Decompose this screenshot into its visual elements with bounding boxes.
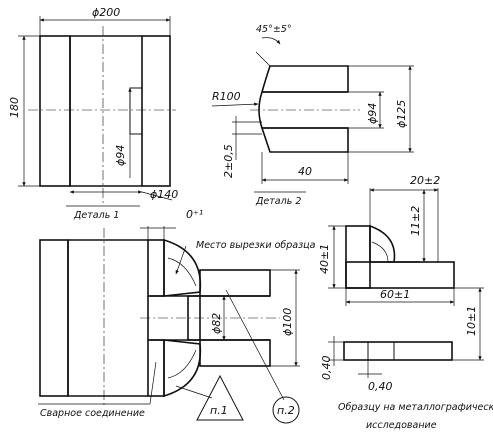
- specimen-dim-width: 60±1: [380, 288, 410, 301]
- part1-dim-height: 180: [8, 97, 21, 118]
- specimen-dim-slab-thickness-left: 0,40: [320, 356, 333, 381]
- callout-p1: п.1: [210, 404, 228, 417]
- assembly-left-wall: [39, 239, 69, 397]
- part2-dim-chamfer: 45°±5°: [256, 24, 292, 35]
- weld-bead-bottom: [163, 339, 202, 398]
- specimen-view: 20±2 11±2 40±1 60±1 10±1 0,40 0,40 Обра: [318, 174, 493, 431]
- part1-left-wall: [39, 35, 71, 187]
- assembly-view: 0⁺¹ Место вырезки образца ϕ82 ϕ100 Сварн…: [38, 208, 316, 424]
- part1-view: ϕ200 180 ϕ94 ϕ140 Деталь 1: [8, 6, 178, 221]
- part1-dim-inner-diameter: ϕ94: [114, 145, 127, 166]
- callout-p2: п.2: [277, 404, 295, 417]
- part2-bottom-wall: [260, 127, 349, 153]
- specimen-slab: [343, 341, 453, 361]
- assembly-tube-top: [199, 269, 271, 297]
- specimen-dim-slab-thickness-bottom: 0,40: [368, 380, 393, 393]
- part1-dim-counterbore-diameter: ϕ140: [150, 188, 178, 201]
- assembly-cut-location-label: Место вырезки образца: [196, 240, 316, 251]
- part1-dim-outer-diameter: ϕ200: [92, 6, 120, 19]
- assembly-weld-label: Сварное соединение: [40, 408, 145, 419]
- specimen-caption-line2: исследование: [366, 420, 437, 431]
- assembly-dim-gap: 0⁺¹: [186, 208, 203, 221]
- weld-bead-top: [163, 238, 202, 297]
- part2-dim-radius: R100: [212, 90, 241, 103]
- part2-dim-outer-diameter: ϕ125: [395, 100, 408, 128]
- specimen-weld: [369, 224, 396, 263]
- part2-view: 45°±5° R100 ϕ94 ϕ125 2±0,5 40 Деталь 2: [211, 24, 414, 207]
- specimen-vertical-plate: [345, 225, 371, 289]
- part2-top-wall: [260, 65, 349, 93]
- part2-dim-inner-diameter: ϕ94: [366, 103, 379, 124]
- callout-circle: [272, 396, 300, 424]
- specimen-dim-right-height: 10±1: [465, 306, 478, 336]
- specimen-dim-top-height: 11±2: [409, 206, 422, 236]
- assembly-dim-inner-diameter: ϕ82: [210, 313, 223, 334]
- callout-triangle: [196, 374, 244, 421]
- specimen-caption-line1: Образцу на металлографическое: [338, 402, 493, 413]
- assembly-dim-outer-diameter: ϕ100: [281, 308, 294, 336]
- part2-dim-length: 40: [298, 165, 312, 178]
- specimen-dim-top: 20±2: [410, 174, 440, 187]
- part1-caption: Деталь 1: [73, 210, 119, 221]
- specimen-horizontal-plate: [345, 261, 455, 289]
- specimen-dim-left-height: 40±1: [318, 244, 331, 274]
- part1-right-wall: [141, 35, 171, 187]
- part2-caption: Деталь 2: [255, 196, 301, 207]
- part2-dim-land: 2±0,5: [222, 144, 235, 178]
